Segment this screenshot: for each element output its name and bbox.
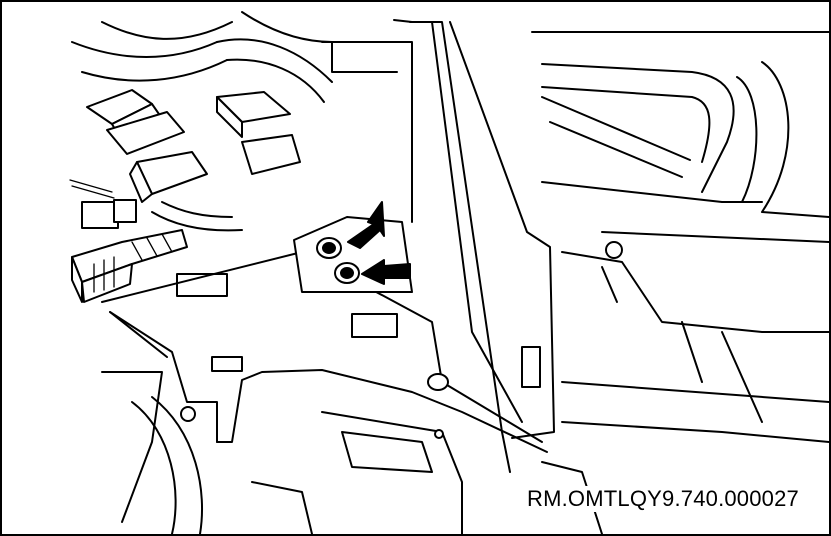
electrical-connectors xyxy=(71,89,301,303)
dashboard-vent xyxy=(531,31,829,333)
wiring-harness xyxy=(69,11,333,232)
callout-arrows xyxy=(347,201,411,285)
arrow-upper xyxy=(347,201,385,249)
pillar-trim xyxy=(321,19,555,473)
reference-code: RM.OMTLQY9.740.000027 xyxy=(524,486,801,512)
arrow-lower xyxy=(361,259,411,285)
mounting-bracket xyxy=(101,251,548,453)
fastener-plate xyxy=(293,216,413,293)
lower-panels xyxy=(101,321,829,534)
